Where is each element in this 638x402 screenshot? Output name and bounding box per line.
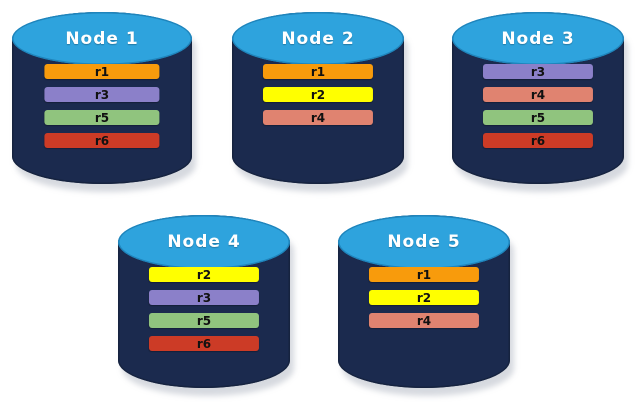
node-1[interactable]: Node 1 r1 r3 r5 r6 — [12, 12, 196, 192]
record-bar-r3[interactable]: r3 — [482, 64, 594, 79]
node-3-record-list: r3 r4 r5 r6 — [482, 64, 594, 148]
node-1-label: Node 1 — [65, 28, 139, 49]
node-4-record-list: r2 r3 r5 r6 — [148, 267, 260, 351]
record-bar-r2[interactable]: r2 — [262, 87, 374, 102]
record-bar-r5[interactable]: r5 — [148, 313, 260, 328]
record-bar-r5[interactable]: r5 — [482, 110, 594, 125]
node-4-cylinder-top: Node 4 — [118, 215, 290, 269]
record-bar-r1[interactable]: r1 — [44, 64, 160, 79]
record-bar-r1[interactable]: r1 — [368, 267, 480, 282]
node-3-label: Node 3 — [501, 28, 575, 49]
node-4[interactable]: Node 4 r2 r3 r5 r6 — [118, 215, 294, 396]
record-bar-r2[interactable]: r2 — [368, 290, 480, 305]
record-bar-r1[interactable]: r1 — [262, 64, 374, 79]
record-bar-r6[interactable]: r6 — [148, 336, 260, 351]
record-bar-r5[interactable]: r5 — [44, 110, 160, 125]
record-bar-r6[interactable]: r6 — [44, 133, 160, 148]
record-bar-r4[interactable]: r4 — [368, 313, 480, 328]
node-3-cylinder-top: Node 3 — [452, 12, 624, 66]
record-bar-r4[interactable]: r4 — [482, 87, 594, 102]
node-5-label: Node 5 — [387, 231, 461, 252]
node-5[interactable]: Node 5 r1 r2 r4 — [338, 215, 514, 396]
record-bar-r2[interactable]: r2 — [148, 267, 260, 282]
record-bar-r3[interactable]: r3 — [44, 87, 160, 102]
node-3[interactable]: Node 3 r3 r4 r5 r6 — [452, 12, 628, 192]
node-4-label: Node 4 — [167, 231, 241, 252]
record-bar-r6[interactable]: r6 — [482, 133, 594, 148]
node-1-cylinder-top: Node 1 — [12, 12, 192, 66]
record-bar-r4[interactable]: r4 — [262, 110, 374, 125]
node-5-cylinder-top: Node 5 — [338, 215, 510, 269]
node-1-record-list: r1 r3 r5 r6 — [44, 64, 160, 148]
node-2-cylinder-top: Node 2 — [232, 12, 404, 66]
node-2[interactable]: Node 2 r1 r2 r4 — [232, 12, 408, 192]
node-5-record-list: r1 r2 r4 — [368, 267, 480, 328]
record-bar-r3[interactable]: r3 — [148, 290, 260, 305]
node-2-label: Node 2 — [281, 28, 355, 49]
node-2-record-list: r1 r2 r4 — [262, 64, 374, 125]
